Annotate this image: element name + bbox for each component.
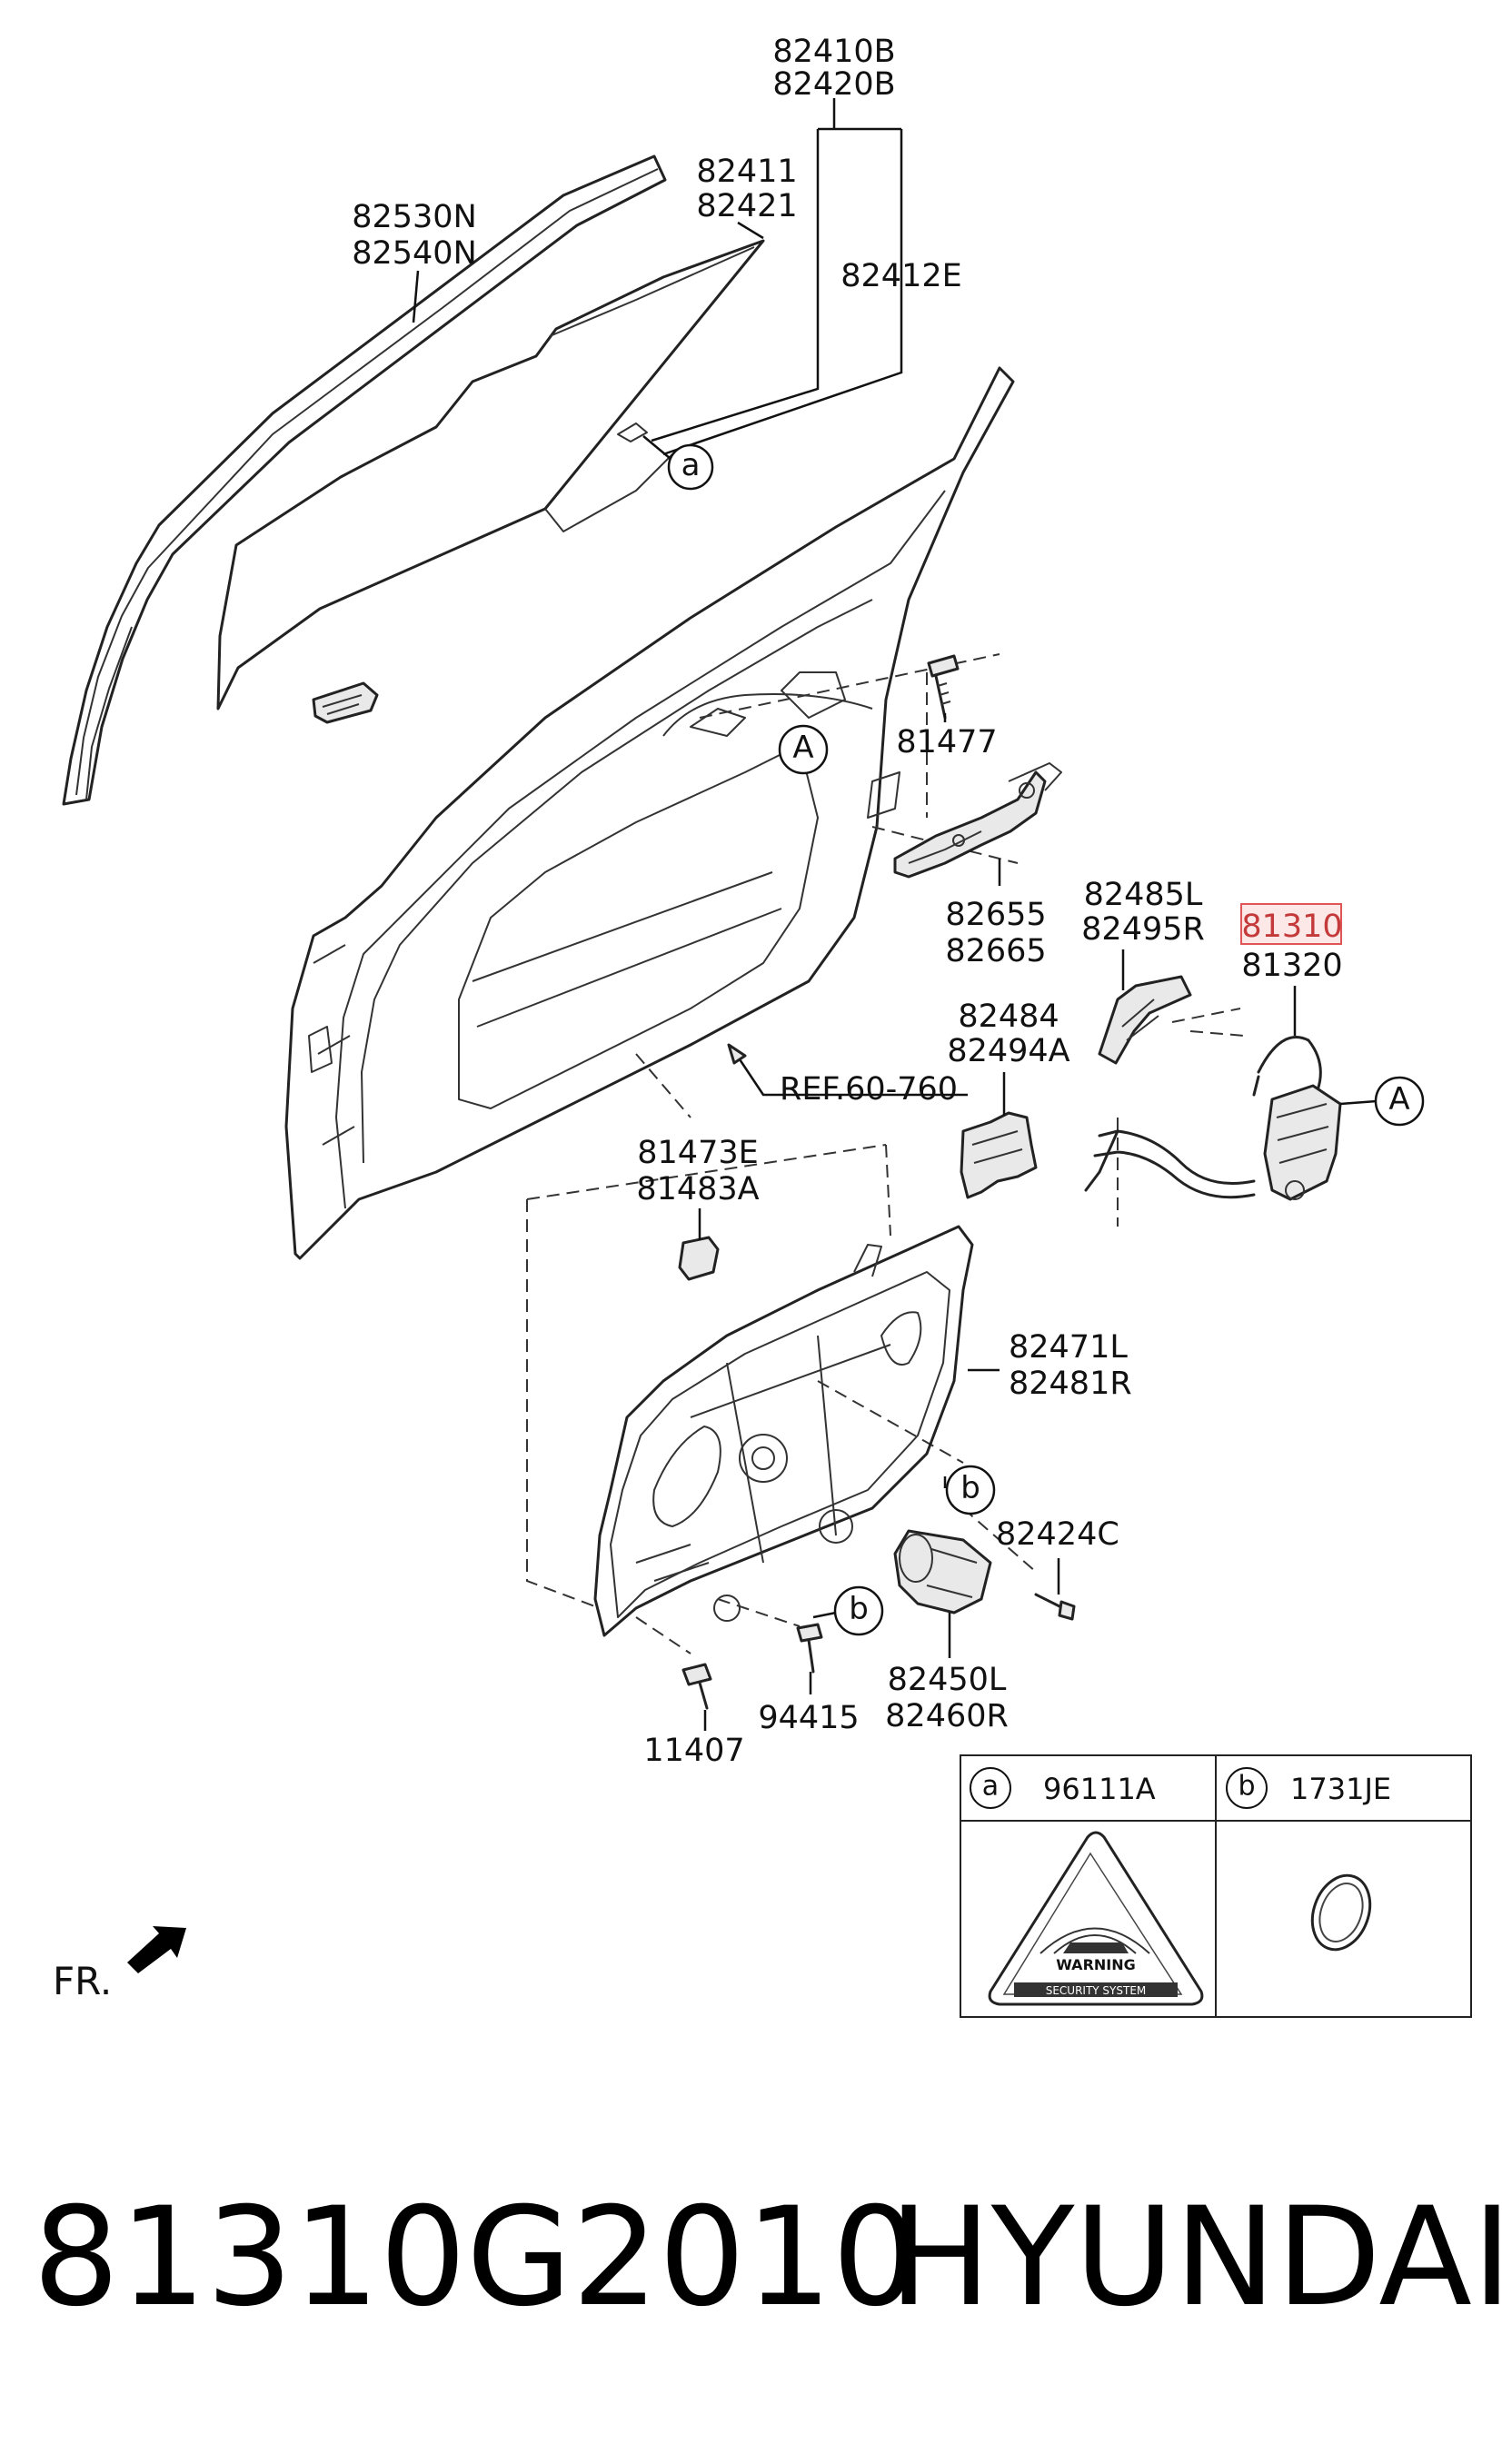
handle-base [1098, 975, 1192, 1065]
callout-b-letter: b [849, 1591, 869, 1627]
label-94415: 94415 [758, 1700, 859, 1736]
label-81483A: 81483A [636, 1171, 759, 1207]
label-82411: 82411 [696, 154, 797, 190]
callout-a-letter: a [681, 447, 701, 483]
door-glass [216, 239, 765, 724]
window-run-channel [62, 154, 667, 806]
bolt-11407 [681, 1663, 712, 1710]
sticker-warning-text: WARNING [1056, 1956, 1136, 1973]
callout-A-letter: A [1388, 1081, 1409, 1118]
label-82665: 82665 [945, 933, 1046, 969]
handle-bracket-82484 [960, 1111, 1038, 1199]
label-82655: 82655 [945, 897, 1046, 933]
callout-A-letter: A [792, 730, 813, 766]
door-latch-actuator [1084, 1036, 1342, 1201]
callout-b-lower: b [833, 1585, 884, 1636]
label-81473E: 81473E [637, 1135, 758, 1171]
part-number: 81310G2010 [33, 2179, 920, 2337]
label-82495R: 82495R [1081, 911, 1205, 948]
label-82412E: 82412E [841, 258, 961, 294]
grommet-icon [1310, 1873, 1372, 1952]
legend-table: a 96111A b 1731JE WARNING SECURITY SYSTE… [960, 1754, 1472, 2018]
label-82540N: 82540N [352, 235, 477, 272]
label-82421: 82421 [696, 188, 797, 224]
label-82460R: 82460R [885, 1698, 1009, 1734]
leader-lines [412, 98, 1378, 1731]
label-11407: 11407 [643, 1733, 744, 1769]
callout-b-letter: b [960, 1470, 980, 1506]
legend-b-part: 1731JE [1290, 1772, 1391, 1806]
highlighted-part-label: 81310 [1240, 903, 1343, 945]
clip-81473E [678, 1236, 720, 1281]
label-82481R: 82481R [1009, 1366, 1132, 1402]
label-82484: 82484 [958, 999, 1059, 1035]
label-82494A: 82494A [947, 1033, 1069, 1069]
bolt-81477 [927, 654, 960, 720]
brand-name: HYUNDAI [889, 2179, 1502, 2337]
label-81310: 81310 [1241, 909, 1342, 945]
legend-a-letter: a [982, 1771, 999, 1803]
label-82450L: 82450L [888, 1662, 1007, 1698]
label-82424C: 82424C [996, 1516, 1119, 1553]
label-82530N: 82530N [352, 199, 477, 235]
bolt-82424C [1034, 1593, 1076, 1621]
window-regulator-module [593, 1225, 974, 1637]
legend-a-part: 96111A [1043, 1772, 1156, 1806]
front-arrow-icon [127, 1926, 186, 1973]
callout-A-upper: A [778, 724, 829, 775]
warning-sticker-icon: WARNING SECURITY SYSTEM [988, 1831, 1204, 2006]
callout-b-upper: b [945, 1465, 996, 1515]
callout-a: a [667, 443, 714, 491]
label-81477: 81477 [896, 724, 997, 760]
label-82410B: 82410B [772, 34, 895, 70]
sticker-security-text: SECURITY SYSTEM [1046, 1984, 1147, 1997]
window-motor [893, 1529, 992, 1615]
callout-A-latch: A [1374, 1076, 1425, 1127]
label-82420B: 82420B [772, 66, 895, 103]
label-ref: REF.60-760 [780, 1071, 958, 1108]
front-direction-marker: FR. [53, 1926, 186, 2003]
label-82485L: 82485L [1084, 877, 1203, 913]
bolt-94415 [796, 1623, 823, 1674]
door-shell [284, 366, 1015, 1260]
front-label: FR. [53, 1959, 112, 2003]
reference-dashed-lines [526, 653, 1246, 1654]
label-82471L: 82471L [1009, 1329, 1128, 1366]
outside-handle-bracket [893, 762, 1062, 879]
legend-b-letter: b [1238, 1771, 1255, 1803]
exploded-parts-diagram: a A A b b 82410B 82420B 82411 82421 8253… [53, 34, 1472, 2018]
label-81320: 81320 [1241, 948, 1342, 984]
